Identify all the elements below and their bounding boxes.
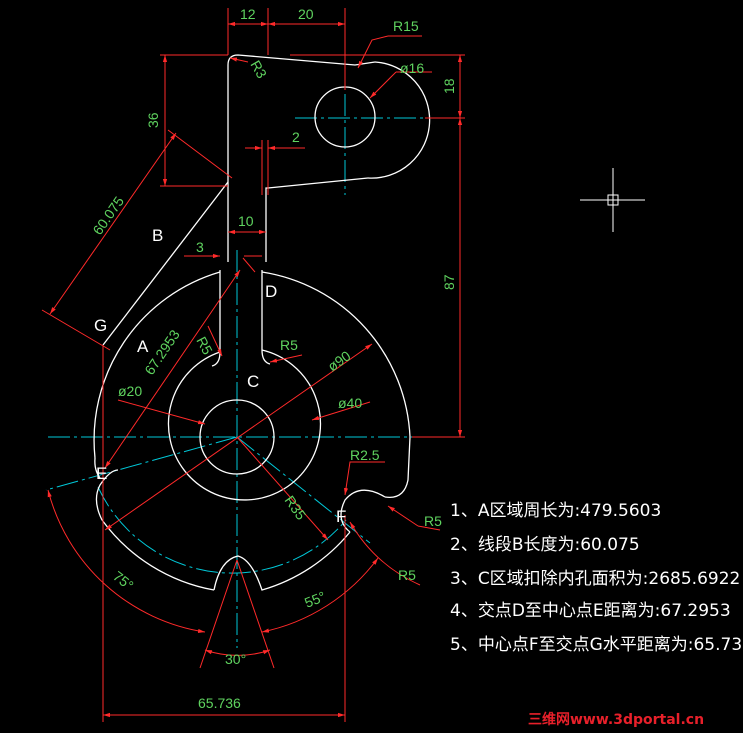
dim-r5-lower: R5 — [398, 567, 416, 583]
answer-4: 4、交点D至中心点E距离为:67.2953 — [450, 601, 731, 621]
point-d: D — [265, 282, 277, 301]
dim-r15: R15 — [393, 18, 419, 34]
dim-gap-2: 2 — [292, 129, 300, 145]
dim-phi20: ø20 — [118, 383, 142, 399]
point-g: G — [94, 316, 107, 335]
point-a: A — [137, 337, 149, 356]
dim-width-10: 10 — [238, 213, 254, 229]
point-e: E — [96, 464, 107, 483]
dim-phi16: ø16 — [400, 60, 424, 76]
dimension-texts: 12 20 R15 ø16 18 36 R3 2 60.075 10 3 87 … — [89, 6, 457, 711]
dim-gap-3: 3 — [196, 239, 204, 255]
dim-left-36: 36 — [145, 112, 161, 128]
dimension-lines — [41, 8, 465, 722]
point-b: B — [152, 226, 163, 245]
dim-r35: R35 — [282, 493, 310, 523]
dim-angle-75: 75° — [110, 568, 137, 594]
point-c: C — [247, 372, 259, 391]
dim-right-87: 87 — [441, 274, 457, 290]
cursor-crosshair-icon — [580, 168, 645, 232]
watermark: 三维网www.3dportal.cn — [528, 711, 704, 728]
answer-1: 1、A区域周长为:479.5603 — [450, 501, 661, 521]
dim-right-18: 18 — [441, 78, 457, 94]
answer-5: 5、中心点F至交点G水平距离为:65.736 — [450, 635, 743, 655]
point-labels: A B C D E F G — [94, 226, 346, 526]
dim-r5-mid: R5 — [280, 337, 298, 353]
answer-list: 1、A区域周长为:479.5603 2、线段B长度为:60.075 3、C区域扣… — [450, 501, 743, 655]
dim-bottom-65736: 65.736 — [198, 695, 241, 711]
dim-r5-upper: R5 — [193, 334, 216, 358]
dim-phi90: ø90 — [325, 347, 354, 374]
dim-angle-30: 30° — [225, 651, 246, 667]
dim-r5-right: R5 — [424, 513, 442, 529]
answer-3: 3、C区域扣除内孔面积为:2685.6922 — [450, 569, 740, 589]
dim-r3: R3 — [247, 58, 270, 82]
point-f: F — [336, 507, 346, 526]
dim-angle-55: 55° — [302, 588, 328, 611]
dim-r25: R2.5 — [350, 447, 380, 463]
dim-top-20: 20 — [298, 6, 314, 22]
dim-top-12: 12 — [240, 6, 256, 22]
dim-phi40: ø40 — [338, 395, 362, 411]
answer-2: 2、线段B长度为:60.075 — [450, 535, 640, 555]
part-outline — [93, 54, 431, 591]
